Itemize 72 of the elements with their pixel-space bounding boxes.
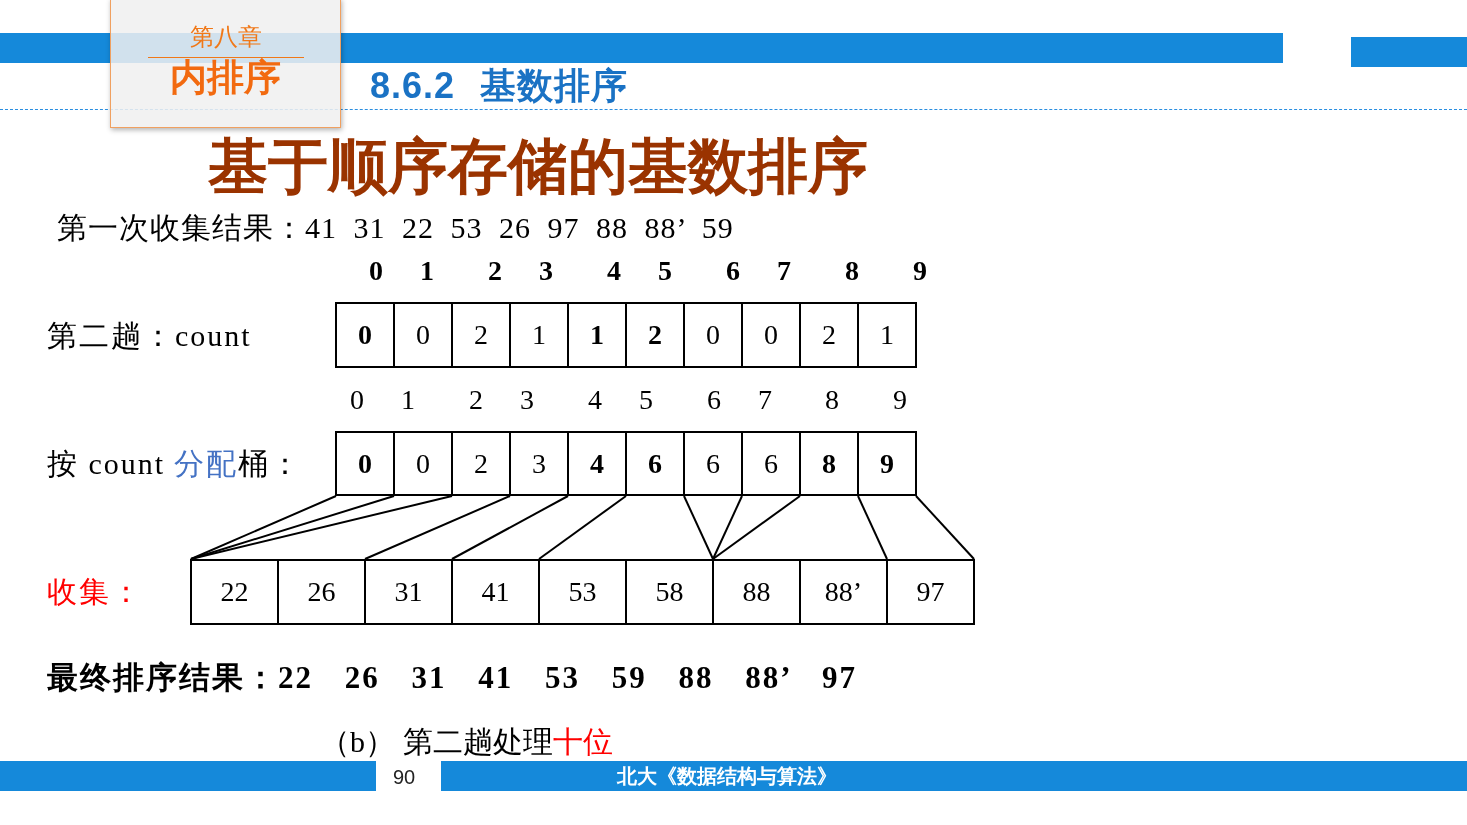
connector-line [364, 495, 511, 560]
final-result: 最终排序结果：22 26 31 41 53 59 88 88’ 97 [47, 660, 858, 696]
array-cell: 8 [799, 431, 859, 496]
row-label: 第二趟：count [47, 318, 252, 354]
index-label: 9 [912, 254, 928, 288]
array-cell: 9 [857, 431, 917, 496]
index-label: 8 [844, 254, 860, 288]
array-cell: 41 [451, 559, 540, 625]
array-cell: 53 [538, 559, 627, 625]
array-cell: 58 [625, 559, 714, 625]
index-label: 1 [400, 383, 416, 417]
figure-caption: （b） 第二趟处理十位 [320, 724, 613, 760]
index-label: 4 [587, 383, 603, 417]
array-cell: 3 [509, 431, 569, 496]
index-label: 3 [538, 254, 554, 288]
array-cell: 88’ [799, 559, 888, 625]
connector-line [451, 495, 569, 560]
connector-line [915, 495, 975, 560]
index-label: 8 [824, 383, 840, 417]
array-cell: 97 [886, 559, 975, 625]
chapter-card [110, 0, 341, 128]
array-cell: 1 [509, 302, 569, 368]
array-cell: 26 [277, 559, 366, 625]
array-cell: 2 [451, 431, 511, 496]
index-label: 2 [468, 383, 484, 417]
index-label: 2 [487, 254, 503, 288]
index-label: 3 [519, 383, 535, 417]
row-label: 按 count 分配桶： [47, 446, 303, 482]
array-cell: 0 [741, 302, 801, 368]
array-cell: 0 [393, 302, 453, 368]
slide-title: 基于顺序存储的基数排序 [208, 132, 868, 202]
connector-line [190, 495, 395, 560]
connector-line [857, 495, 888, 560]
row-label: 收集： [47, 574, 143, 610]
array-cell: 2 [625, 302, 685, 368]
index-label: 0 [349, 383, 365, 417]
array-cell: 2 [451, 302, 511, 368]
index-label: 6 [706, 383, 722, 417]
array-cell: 0 [335, 431, 395, 496]
array-cell: 4 [567, 431, 627, 496]
array-cell: 2 [799, 302, 859, 368]
index-label: 9 [892, 383, 908, 417]
index-label: 6 [725, 254, 741, 288]
array-cell: 31 [364, 559, 453, 625]
chapter-number: 第八章 [189, 23, 262, 51]
array-cell: 1 [857, 302, 917, 368]
connector-line [712, 495, 801, 560]
index-label: 4 [606, 254, 622, 288]
array-cell: 22 [190, 559, 279, 625]
array-cell: 0 [393, 431, 453, 496]
section-heading: 8.6.2 基数排序 [370, 64, 629, 108]
array-cell: 0 [683, 302, 743, 368]
array-cell: 88 [712, 559, 801, 625]
array-cell: 6 [683, 431, 743, 496]
footer-title: 北大《数据结构与算法》 [617, 764, 837, 789]
array-cell: 0 [335, 302, 395, 368]
index-label: 0 [368, 254, 384, 288]
index-label: 1 [419, 254, 435, 288]
first-pass-result: 第一次收集结果：41 31 22 53 26 97 88 88’ 59 [57, 210, 734, 246]
connector-line [190, 495, 453, 560]
index-label: 7 [776, 254, 792, 288]
index-label: 5 [638, 383, 654, 417]
array-cell: 6 [741, 431, 801, 496]
connector-line [712, 495, 743, 560]
index-label: 5 [657, 254, 673, 288]
page-number: 90 [393, 765, 416, 790]
chapter-title: 内排序 [170, 58, 281, 98]
index-label: 7 [757, 383, 773, 417]
array-cell: 1 [567, 302, 627, 368]
array-cell: 6 [625, 431, 685, 496]
connector-line [683, 495, 714, 560]
connector-line [538, 495, 627, 560]
